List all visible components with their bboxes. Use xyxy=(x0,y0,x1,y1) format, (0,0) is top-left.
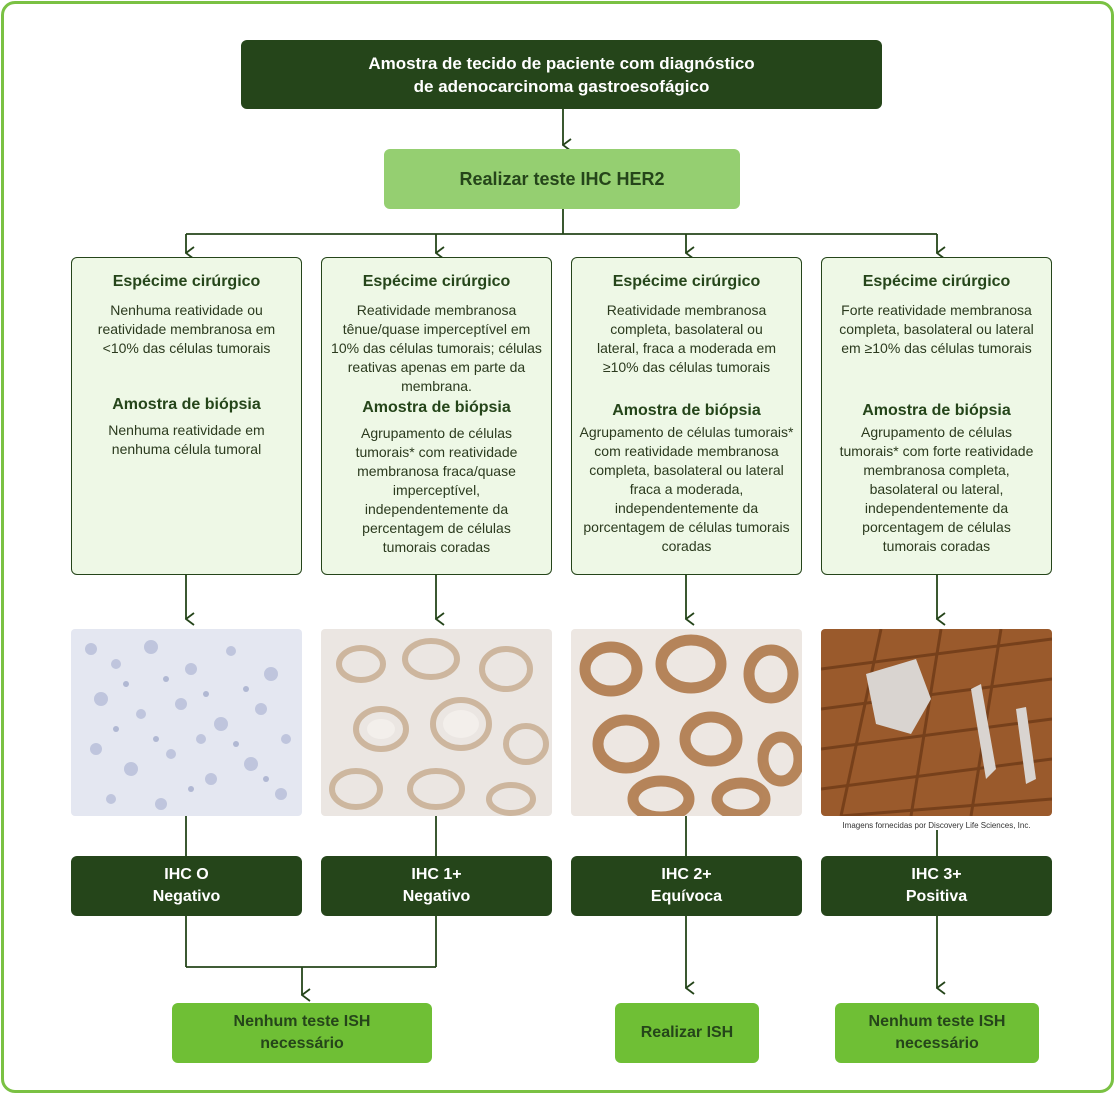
ihc-test-label: Realizar teste IHC HER2 xyxy=(459,168,665,189)
score-label: IHC 1+ xyxy=(411,866,462,883)
patient-sample-line1: Amostra de tecido de paciente com diagnó… xyxy=(368,53,755,73)
result-line2: necessário xyxy=(895,1035,979,1052)
result-box-no-ish-positive: Nenhum teste ISH necessário xyxy=(835,1003,1039,1063)
score-label: IHC 3+ xyxy=(911,866,962,883)
score-interpretation: Positiva xyxy=(905,888,968,905)
surgical-text: Forte reatividade membranosa completa, b… xyxy=(839,302,1034,356)
result-line1: Realizar ISH xyxy=(640,1024,734,1041)
surgical-text: Reatividade membranosa tênue/quase imper… xyxy=(331,302,542,394)
tissue-ihc2-graphic xyxy=(571,629,802,816)
score-interpretation: Equívoca xyxy=(650,888,723,905)
score-interpretation: Negativo xyxy=(152,888,221,905)
result-box-perform-ish: Realizar ISH xyxy=(615,1003,759,1063)
patient-sample-box: Amostra de tecido de paciente com diagnó… xyxy=(241,40,882,109)
score-box-ihc0: IHC O Negativo xyxy=(71,856,302,916)
surgical-heading: Espécime cirúrgico xyxy=(112,273,261,290)
biopsy-text: Agrupamento de células tumorais* com for… xyxy=(839,424,1034,554)
surgical-heading: Espécime cirúrgico xyxy=(612,273,761,290)
surgical-heading: Espécime cirúrgico xyxy=(862,273,1011,290)
surgical-text: Reatividade membranosa completa, basolat… xyxy=(597,302,776,375)
score-interpretation: Negativo xyxy=(402,888,471,905)
surgical-text: Nenhuma reatividade ou reatividade membr… xyxy=(97,302,276,356)
biopsy-heading: Amostra de biópsia xyxy=(862,402,1011,419)
score-box-ihc1: IHC 1+ Negativo xyxy=(321,856,552,916)
result-line1: Nenhum teste ISH xyxy=(868,1013,1006,1030)
criteria-box-ihc1: Espécime cirúrgico Reatividade membranos… xyxy=(321,257,552,575)
biopsy-text: Agrupamento de células tumorais* com rea… xyxy=(579,424,794,554)
result-line1: Nenhum teste ISH xyxy=(233,1013,371,1030)
ihc-test-box: Realizar teste IHC HER2 xyxy=(384,149,740,209)
tissue-image-ihc0 xyxy=(71,629,302,816)
score-box-ihc2: IHC 2+ Equívoca xyxy=(571,856,802,916)
tissue-ihc3-graphic xyxy=(821,629,1052,816)
tissue-image-ihc1 xyxy=(321,629,552,816)
biopsy-text: Nenhuma reatividade em nenhuma célula tu… xyxy=(108,422,265,457)
criteria-box-ihc2: Espécime cirúrgico Reatividade membranos… xyxy=(571,257,802,575)
tissue-image-ihc2 xyxy=(571,629,802,816)
biopsy-heading: Amostra de biópsia xyxy=(362,399,511,416)
tissue-ihc0-graphic xyxy=(71,629,302,816)
result-box-no-ish-negative: Nenhum teste ISH necessário xyxy=(172,1003,432,1063)
score-box-ihc3: IHC 3+ Positiva xyxy=(821,856,1052,916)
image-credit: Imagens fornecidas por Discovery Life Sc… xyxy=(842,821,1031,830)
biopsy-heading: Amostra de biópsia xyxy=(112,396,261,413)
criteria-box-ihc0: Espécime cirúrgico Nenhuma reatividade o… xyxy=(71,257,302,575)
tissue-image-ihc3 xyxy=(821,629,1052,816)
patient-sample-line2: de adenocarcinoma gastroesofágico xyxy=(413,76,710,96)
biopsy-text: Agrupamento de células tumorais* com rea… xyxy=(355,425,518,555)
criteria-box-ihc3: Espécime cirúrgico Forte reatividade mem… xyxy=(821,257,1052,575)
score-label: IHC 2+ xyxy=(661,866,712,883)
surgical-heading: Espécime cirúrgico xyxy=(362,273,511,290)
tissue-ihc1-graphic xyxy=(321,629,552,816)
biopsy-heading: Amostra de biópsia xyxy=(612,402,761,419)
score-label: IHC O xyxy=(164,866,209,883)
result-line2: necessário xyxy=(260,1035,344,1052)
